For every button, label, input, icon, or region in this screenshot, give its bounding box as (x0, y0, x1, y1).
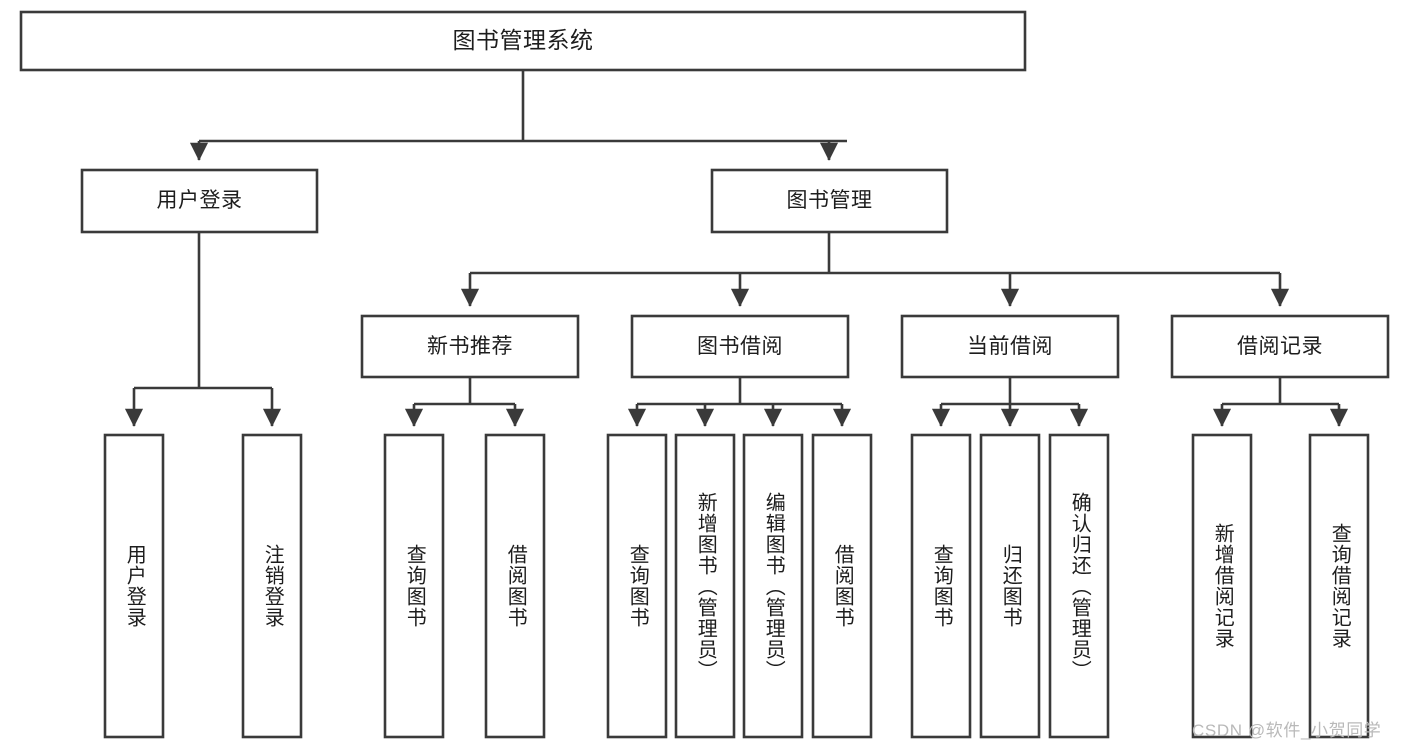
node-box-leaf-query-book-2[interactable] (606, 433, 668, 739)
node-box-book-borrow[interactable] (630, 314, 850, 379)
connector-userlogin-to-leaves (124, 232, 282, 427)
node-box-leaf-query-book-1[interactable] (383, 433, 445, 739)
node-box-current-borrow[interactable] (900, 314, 1120, 379)
node-box-leaf-borrow-book-1[interactable] (484, 433, 546, 739)
node-box-leaf-user-login[interactable] (103, 433, 165, 739)
connector-bookborrow-to-leaves (627, 377, 852, 427)
node-box-new-book-recommend[interactable] (360, 314, 580, 379)
connector-currentborrow-to-leaves (931, 377, 1089, 427)
node-box-user-login[interactable] (80, 168, 319, 234)
connector-newbook-to-leaves (404, 377, 525, 427)
node-box-leaf-logout-login[interactable] (241, 433, 303, 739)
node-box-leaf-confirm-return[interactable] (1048, 433, 1110, 739)
node-box-borrow-record[interactable] (1170, 314, 1390, 379)
node-box-leaf-add-record[interactable] (1191, 433, 1253, 739)
node-box-leaf-query-record[interactable] (1308, 433, 1370, 739)
node-box-leaf-borrow-book-2[interactable] (811, 433, 873, 739)
node-box-book-manage[interactable] (710, 168, 949, 234)
connector-bookmanage-to-level3 (460, 232, 1290, 307)
connector-borrowrecord-to-leaves (1212, 377, 1349, 427)
node-box-leaf-edit-book[interactable] (742, 433, 804, 739)
node-box-root[interactable] (19, 10, 1027, 72)
node-box-leaf-return-book[interactable] (979, 433, 1041, 739)
connector-root-to-level2 (189, 70, 847, 161)
node-box-leaf-query-book-3[interactable] (910, 433, 972, 739)
node-box-leaf-add-book[interactable] (674, 433, 736, 739)
